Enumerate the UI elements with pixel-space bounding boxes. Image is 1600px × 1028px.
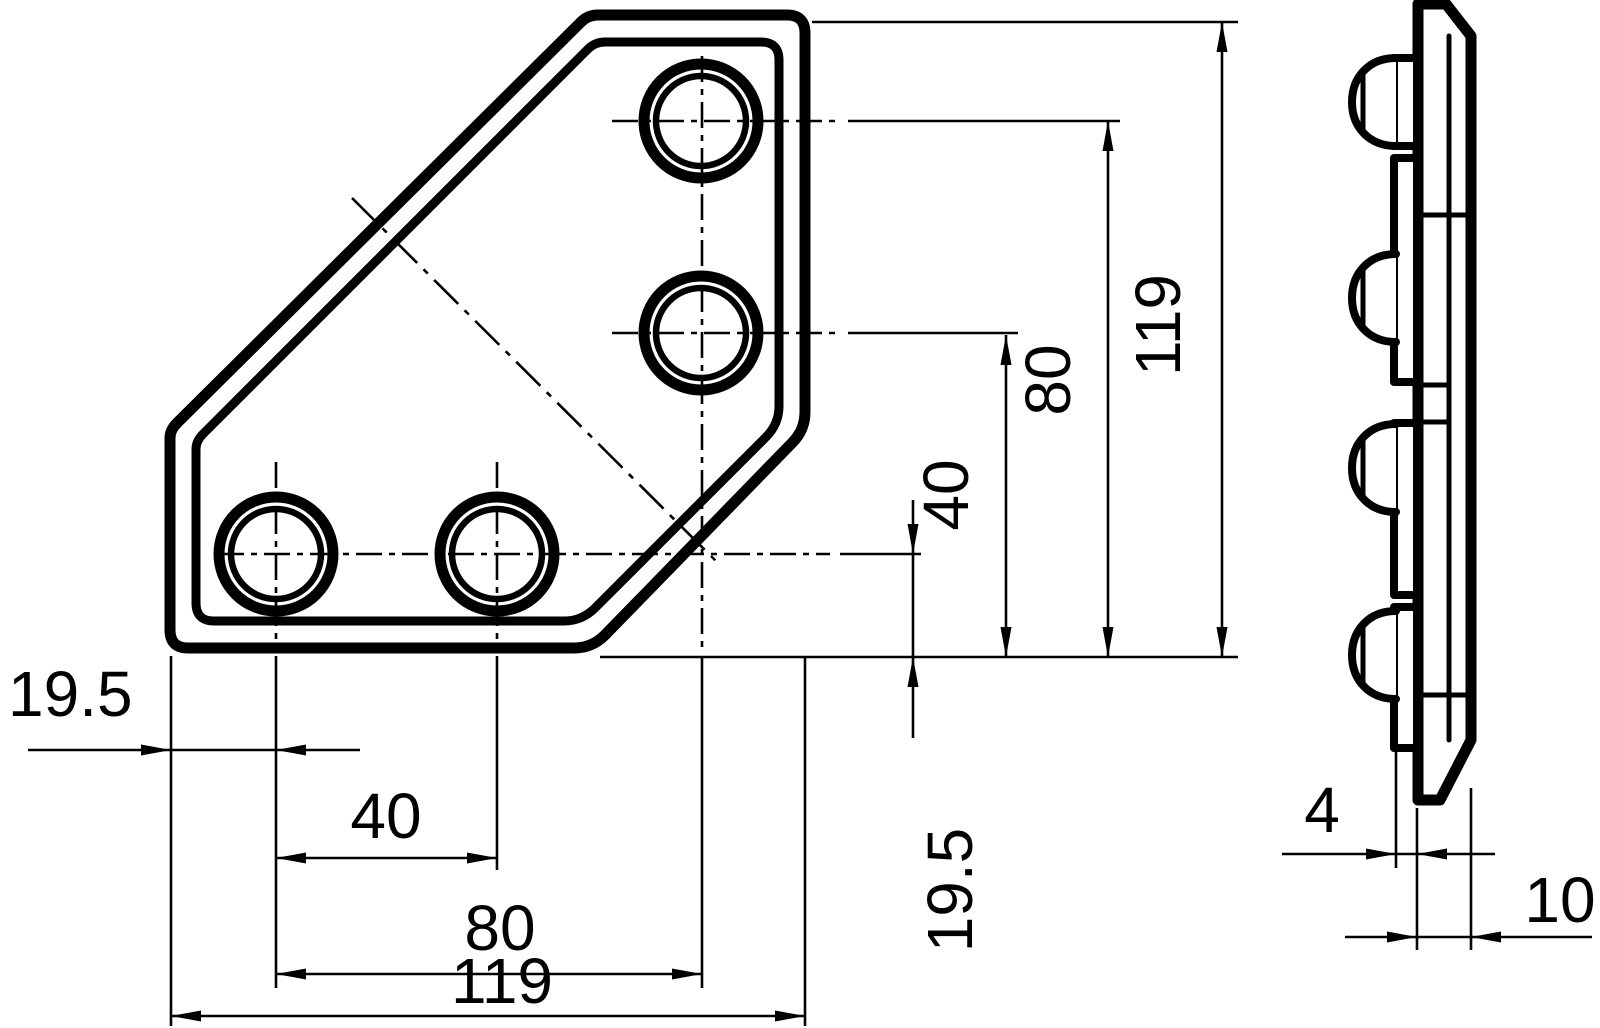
dim-h-19_5-arrow-left (141, 744, 171, 756)
screw-head-2-dome (1348, 250, 1400, 346)
plate-section-body (1412, 0, 1477, 806)
screw-head-3 (1348, 420, 1400, 516)
dim-h-80-arrow-left (276, 968, 306, 980)
dim-v-80-arrow-bottom (1102, 627, 1114, 657)
boss-pad-2 (1390, 154, 1421, 386)
dim-side-10-arrow-left (1387, 931, 1417, 943)
side-view (1348, 0, 1477, 806)
dim-h-19_5-arrow-right (276, 744, 306, 756)
dim-side-10: 10 (1345, 864, 1596, 943)
dim-h-80-arrow-right (672, 968, 702, 980)
dim-h-40-arrow-left (276, 852, 306, 864)
dim-v-19_5: 19.5 (907, 500, 986, 953)
dim-h-119-label: 119 (451, 945, 553, 1017)
dim-h-40: 40 (276, 780, 497, 864)
plate-outer-contour (164, 9, 811, 654)
dim-side-4: 4 (1282, 774, 1495, 860)
dim-side-4-arrow-right (1417, 848, 1447, 860)
plate-inner-contour (191, 37, 784, 626)
dim-h-80: 80 (276, 892, 702, 980)
screw-head-4 (1348, 607, 1400, 703)
symmetry-axis-45deg (351, 197, 721, 566)
dim-side-10-arrow-right (1471, 931, 1501, 943)
boss-pad-4 (1390, 603, 1421, 752)
dim-v-80-label: 80 (1012, 344, 1084, 415)
dim-v-19_5-arrow-top (907, 524, 919, 554)
front-view (164, 9, 838, 654)
screw-head-1 (1348, 54, 1400, 150)
dim-v-19_5-label: 19.5 (914, 828, 986, 953)
dim-v-119-arrow-top (1216, 22, 1228, 52)
dim-v-19_5-arrow-bottom (907, 657, 919, 687)
dim-v-80: 80 (1012, 121, 1114, 657)
dim-h-19_5-label: 19.5 (8, 658, 133, 730)
dim-h-40-arrow-right (467, 852, 497, 864)
dim-h-119-arrow-left (171, 1010, 201, 1022)
dim-v-40: 40 (910, 335, 1012, 657)
dim-side-4-arrow-left (1366, 848, 1396, 860)
dim-v-119: 119 (1122, 22, 1228, 657)
screw-head-3-dome (1348, 420, 1400, 516)
dim-v-119-arrow-bottom (1216, 627, 1228, 657)
dim-v-40-arrow-top (1000, 335, 1012, 365)
boss-pad-1 (1390, 54, 1421, 150)
dim-v-40-label: 40 (910, 459, 982, 530)
dim-v-80-arrow-top (1102, 121, 1114, 151)
screw-head-1-dome (1348, 54, 1400, 150)
dimension-system: 19.5 40 80 119 19.5 (8, 20, 1596, 1026)
screw-head-2 (1348, 250, 1400, 346)
dim-h-80-label: 80 (464, 892, 535, 964)
dim-v-119-label: 119 (1122, 274, 1194, 376)
dim-h-19_5: 19.5 (8, 658, 360, 756)
dim-v-40-arrow-bottom (1000, 627, 1012, 657)
dim-h-119: 119 (171, 945, 805, 1022)
dim-h-40-label: 40 (350, 780, 421, 852)
screw-head-4-dome (1348, 607, 1400, 703)
dim-side-10-label: 10 (1524, 864, 1595, 936)
dim-h-119-arrow-right (775, 1010, 805, 1022)
dim-side-4-label: 4 (1304, 774, 1340, 846)
